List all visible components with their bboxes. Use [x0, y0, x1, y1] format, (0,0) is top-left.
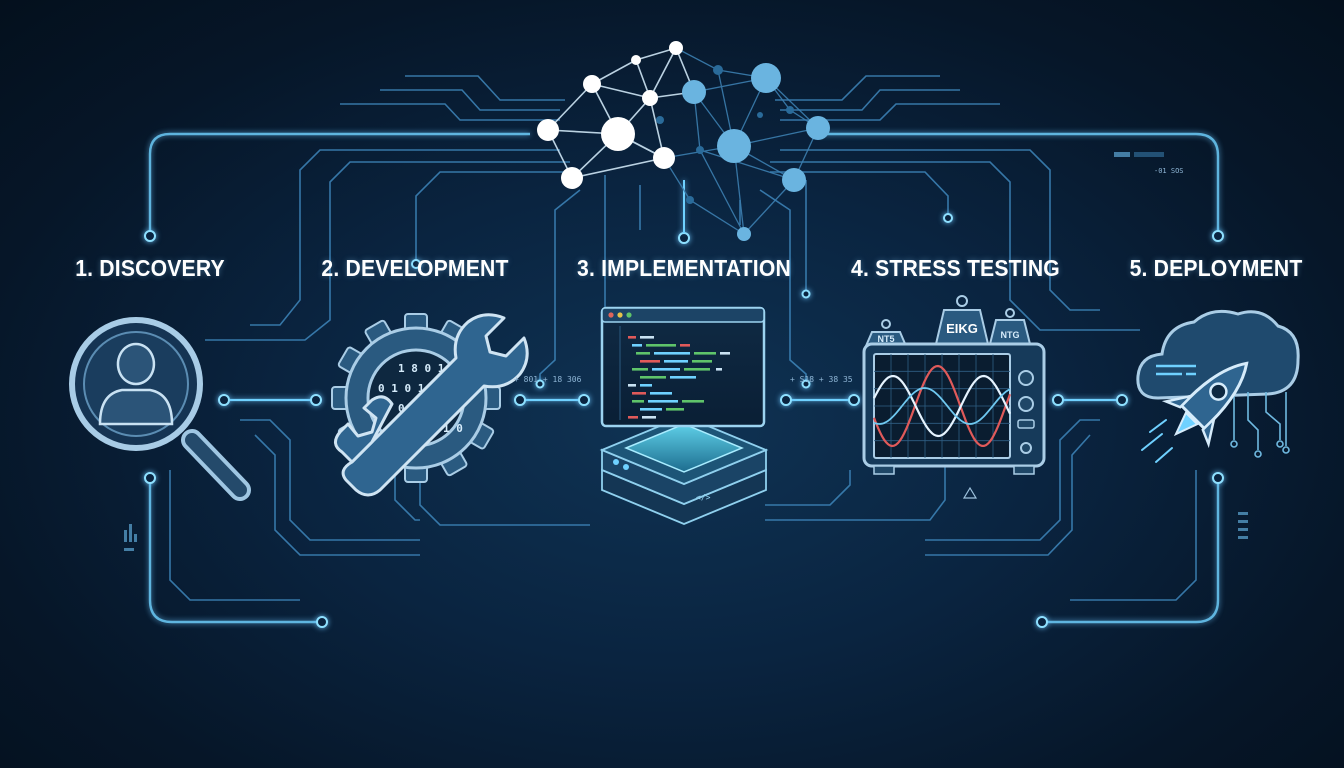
code-line — [654, 352, 690, 355]
circuit-traces — [148, 75, 1220, 624]
code-line — [652, 368, 680, 371]
connector-terminals — [144, 213, 1224, 628]
step-title-development: 2. DEVELOPMENT — [321, 255, 509, 281]
code-line — [682, 400, 704, 403]
step-title-implementation: 3. IMPLEMENTATION — [577, 255, 791, 281]
signal-wave — [873, 387, 1011, 425]
gear-wrench-icon: 1 8 0 10 1 0 1 0 1 0 10 1 0 10 1 0 1 1 0 — [331, 313, 529, 497]
side-readout-bars — [124, 152, 1248, 551]
cloud-rocket-icon — [1136, 309, 1300, 463]
code-line — [650, 392, 672, 395]
code-line — [680, 344, 690, 347]
code-line — [694, 352, 716, 355]
step-title-deployment: 5. DEPLOYMENT — [1129, 255, 1303, 281]
code-line — [716, 368, 722, 371]
weight-label: EIKG — [946, 321, 978, 336]
code-line — [628, 336, 636, 339]
step-title-stress-testing: 4. STRESS TESTING — [851, 255, 1060, 281]
code-line — [648, 400, 678, 403]
code-line — [628, 384, 636, 387]
code-line — [640, 336, 654, 339]
readout-value: -01 SOS — [1154, 167, 1184, 175]
code-line — [666, 408, 684, 411]
step-title-discovery: 1. DISCOVERY — [75, 255, 225, 281]
code-line — [642, 416, 656, 419]
code-line — [640, 384, 652, 387]
code-line — [640, 376, 666, 379]
connector-label: + S18 + 38 35 — [790, 375, 853, 384]
oscilloscope-icon: NT5 EIKG NTG — [862, 295, 1046, 499]
code-line — [636, 352, 650, 355]
code-line — [684, 368, 710, 371]
magnifier-person-icon — [69, 317, 251, 501]
code-line — [664, 360, 688, 363]
warning-icon — [962, 486, 978, 499]
code-line — [646, 344, 676, 347]
code-line — [720, 352, 730, 355]
weight-label: NT5 — [877, 334, 894, 344]
code-window-icon: </> — [599, 306, 769, 525]
signal-wave — [873, 374, 1011, 438]
binary-digits: 1 8 0 1 — [398, 362, 445, 375]
server-stack: </> — [599, 415, 769, 525]
code-line — [632, 392, 646, 395]
code-line — [640, 360, 660, 363]
code-line — [632, 344, 642, 347]
connector-label: + 801 + 18 306 — [514, 375, 582, 384]
code-line — [632, 368, 648, 371]
code-line — [628, 416, 638, 419]
code-line — [640, 408, 662, 411]
code-line — [670, 376, 696, 379]
weight-label: NTG — [1001, 330, 1020, 340]
code-line — [692, 360, 712, 363]
signal-wave — [872, 364, 1012, 448]
neural-network-brain-icon — [537, 41, 830, 241]
code-line — [632, 400, 644, 403]
svg-text:</>: </> — [696, 493, 711, 502]
